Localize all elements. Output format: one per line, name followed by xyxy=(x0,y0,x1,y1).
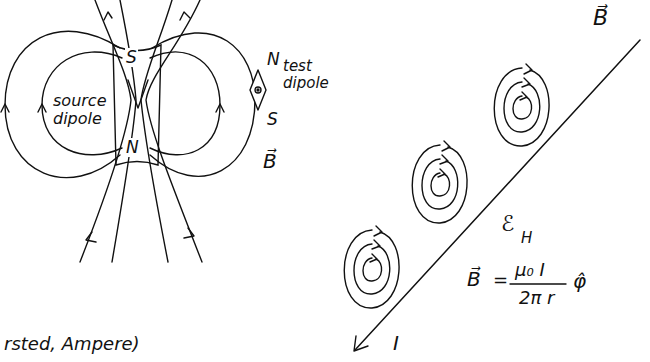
current-wire xyxy=(355,40,640,350)
field-line xyxy=(150,33,255,176)
current-arrow xyxy=(354,336,368,351)
field-arrow xyxy=(216,104,224,112)
emf-symbol: ℰ xyxy=(500,212,515,236)
field-arrow xyxy=(180,12,190,20)
field-line xyxy=(146,0,202,262)
pole-letter: S xyxy=(266,110,279,129)
field-arrow xyxy=(184,228,194,238)
field-arrow xyxy=(86,232,96,242)
field-arrow xyxy=(104,12,112,20)
pole-letter: N xyxy=(266,50,281,69)
magnet-arrow xyxy=(128,80,148,108)
test-dipole xyxy=(250,70,266,110)
denominator: 2π r xyxy=(518,288,555,308)
field-arrow xyxy=(38,104,46,112)
emf-subscript: H xyxy=(520,230,533,247)
b-field-spiral xyxy=(494,64,549,146)
test-dipole-pivot xyxy=(257,89,259,91)
pole-letter: N xyxy=(125,138,140,157)
b-field-spiral xyxy=(344,226,399,308)
note: rsted, Ampere) xyxy=(3,334,141,354)
bar-magnet: SN xyxy=(112,44,162,166)
field-line xyxy=(42,52,122,155)
field-symbol: B⃗ xyxy=(466,268,482,290)
field-symbol: B⃗ xyxy=(592,6,609,30)
dipole-label: test dipole xyxy=(282,58,336,91)
test-dipole-pivot xyxy=(255,87,261,93)
equals-sign: = xyxy=(492,270,509,290)
numerator: μ₀ I xyxy=(514,260,546,280)
field-arrow xyxy=(1,104,9,112)
b-field-spiral xyxy=(412,141,467,223)
current-symbol: I xyxy=(392,332,400,354)
fraction-bar xyxy=(510,283,566,284)
unit-vector: φ̂ xyxy=(572,270,587,292)
field-symbol: B⃗ xyxy=(262,150,278,172)
pole-letter: S xyxy=(125,48,138,67)
dipole-label: source dipole xyxy=(52,92,112,127)
